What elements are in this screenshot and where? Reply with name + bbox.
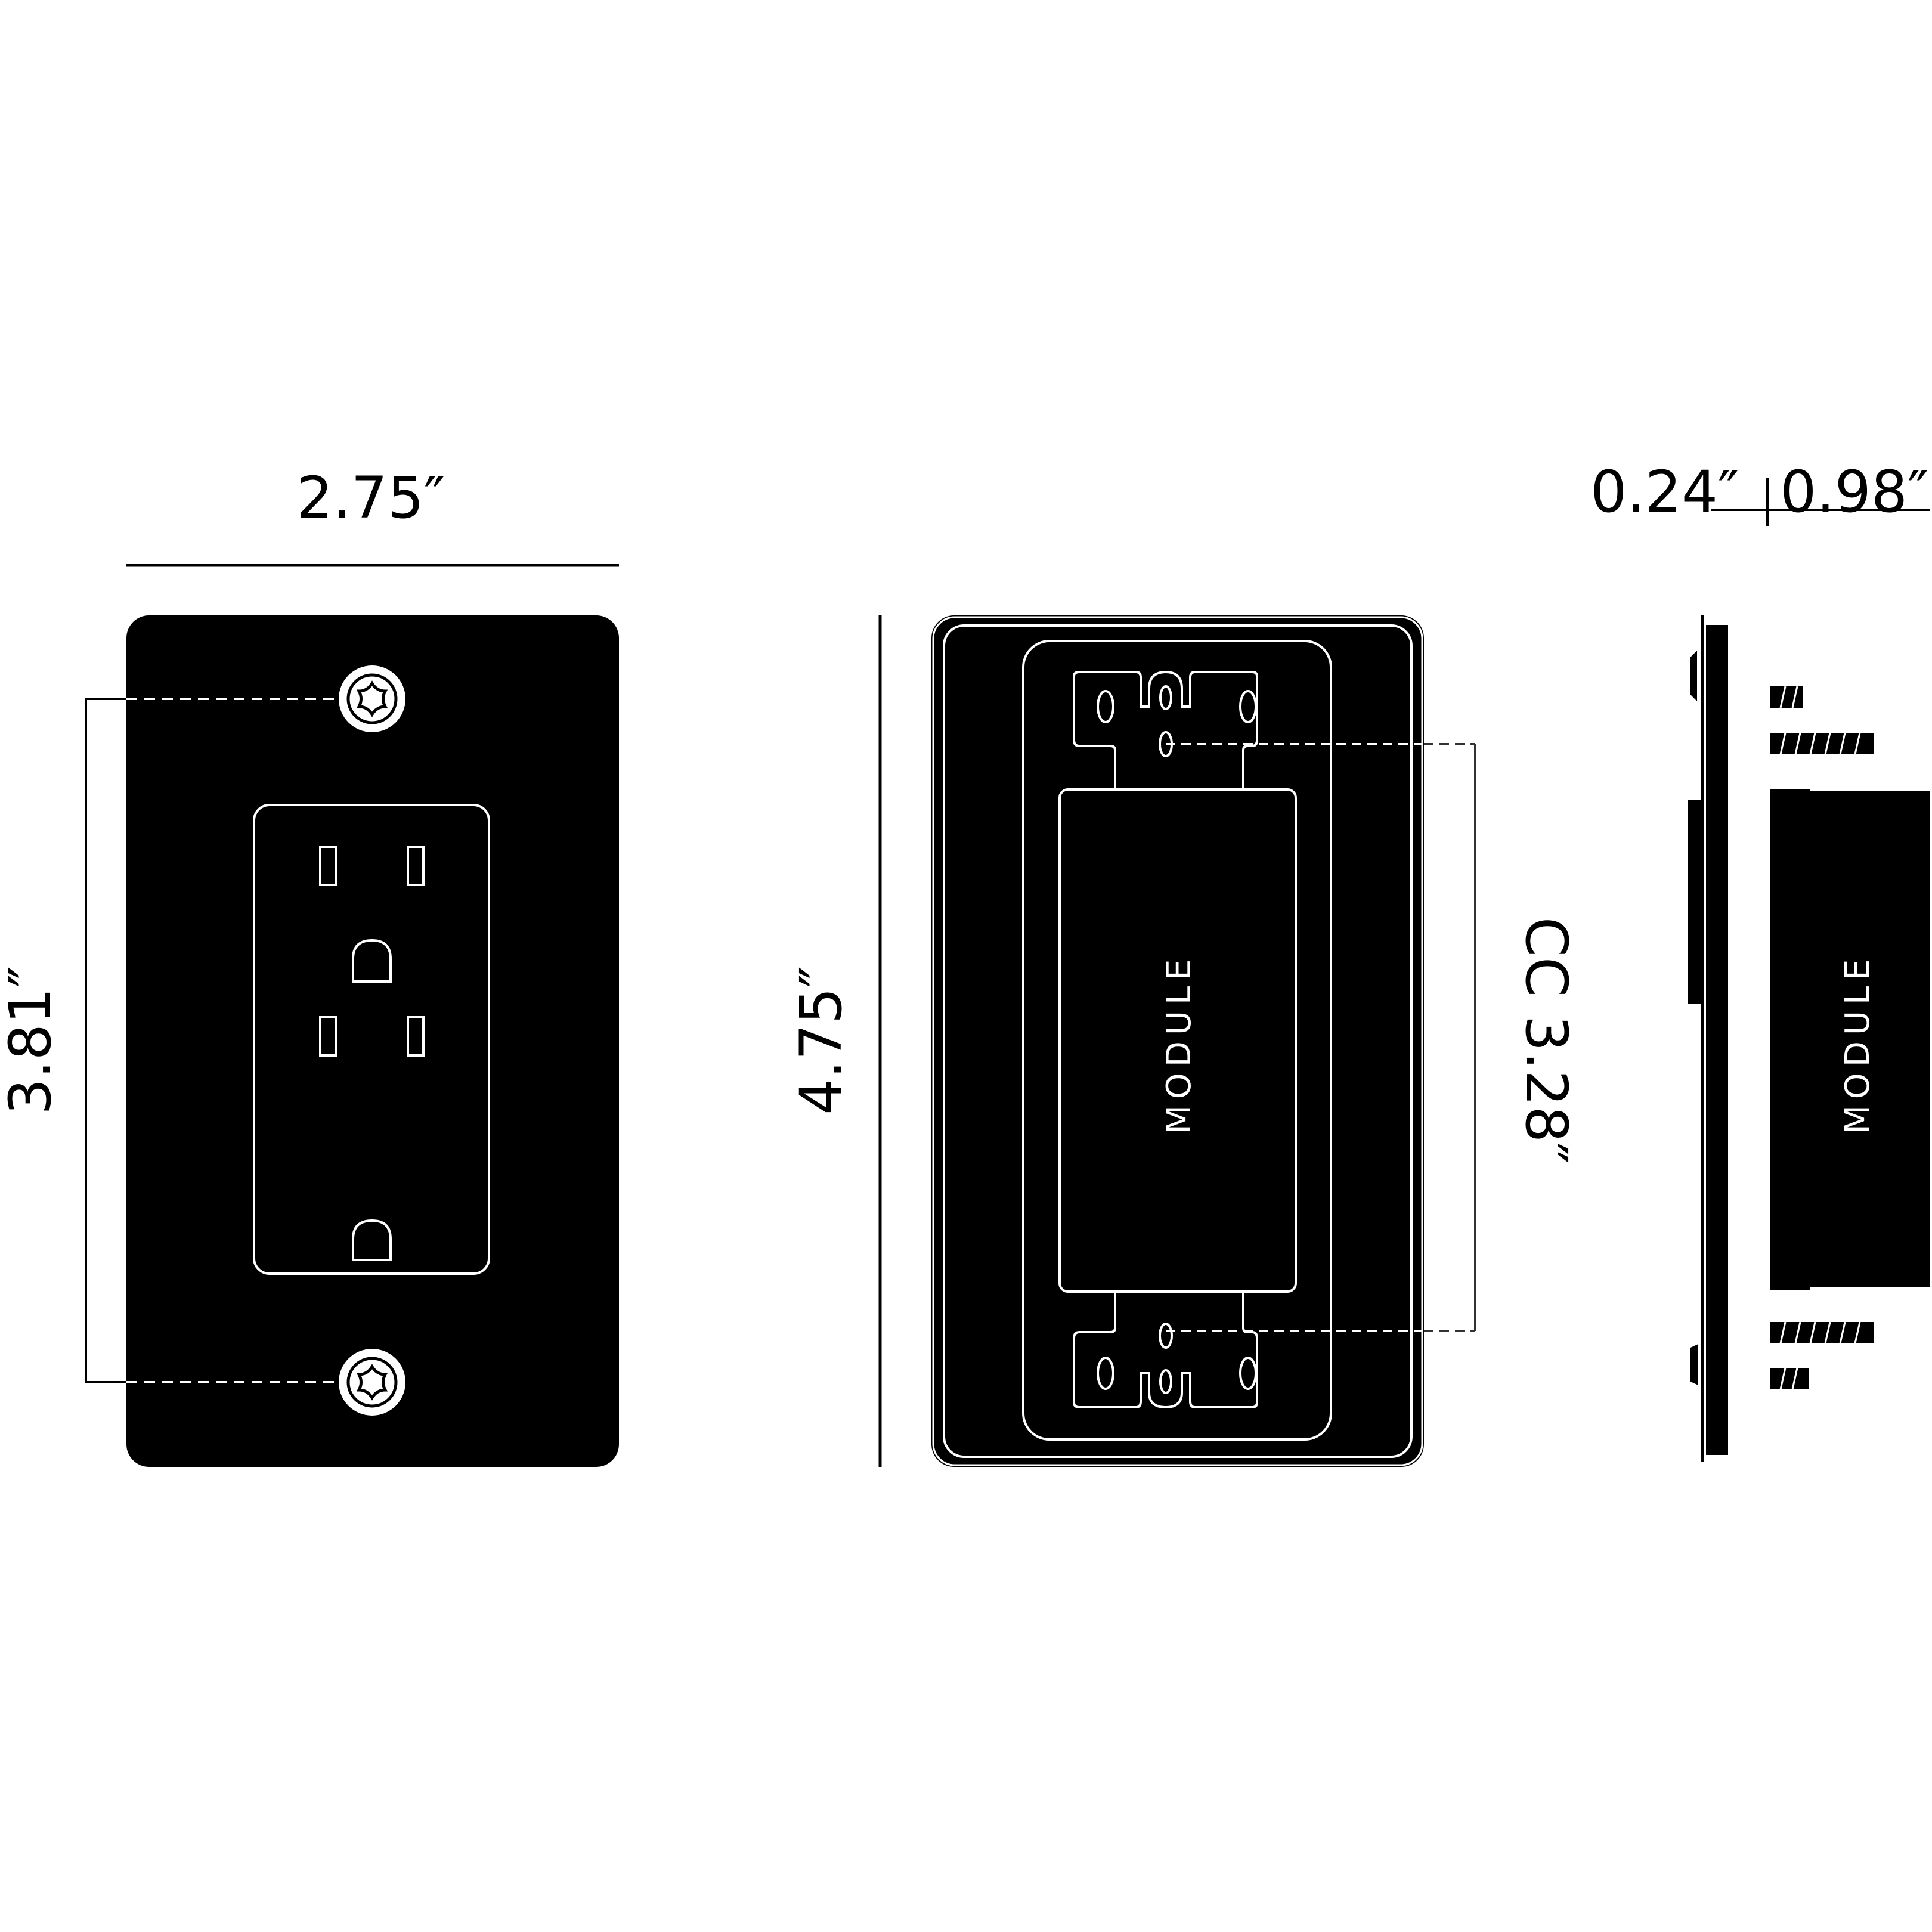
cc-dimension-label: CC 3.28″ <box>1513 917 1580 1164</box>
plate-edge <box>1701 615 1704 1462</box>
module-side-profile <box>1810 791 1930 1287</box>
hot-slot-icon <box>319 846 337 886</box>
back-plate <box>931 615 1424 1467</box>
strap-hole-icon <box>1159 1369 1172 1394</box>
screw-head-bottom <box>1690 1344 1698 1385</box>
height-dimension-label: 4.75″ <box>788 966 854 1115</box>
back-plate-inner-edge <box>943 624 1413 1458</box>
screw-spacing-label: 3.81″ <box>0 966 64 1115</box>
screw-head-top <box>1690 651 1697 701</box>
ground-hole-icon <box>352 939 392 983</box>
plate-body-profile <box>1706 625 1728 1455</box>
screw-spacing-dimension-line <box>85 698 340 1383</box>
side-view: 0.24″ 0.98″ <box>1590 459 1930 1462</box>
screw-thread-bottom-short <box>1770 1367 1809 1390</box>
front-trim-profile <box>1688 800 1701 1004</box>
module-label: MODULE <box>1160 953 1199 1134</box>
strap-hole-icon <box>1239 1357 1257 1390</box>
back-plate-edge <box>932 616 1423 1466</box>
lower-receptacle <box>319 1016 425 1261</box>
module-depth-label: 0.98″ <box>1780 459 1929 525</box>
mounting-screw-hole-icon <box>1159 1323 1173 1349</box>
screw-thread-top-short <box>1770 686 1803 708</box>
strap-hole-icon <box>1239 690 1257 723</box>
strap-hole-icon <box>1159 685 1172 710</box>
width-dimension-label: 2.75″ <box>296 465 445 531</box>
upper-receptacle <box>319 846 425 983</box>
strap-hole-icon <box>1097 690 1114 723</box>
module-housing-outline <box>1022 640 1332 1441</box>
back-view: 4.75″ MODULE CC 3.28″ <box>788 615 1580 1467</box>
outlet-face <box>253 804 490 1275</box>
screw-thread-top-long <box>1770 732 1874 755</box>
front-plate <box>126 615 619 1467</box>
side-module-label: MODULE <box>1838 953 1877 1134</box>
strap-hole-icon <box>1097 1357 1114 1390</box>
bottom-mounting-strap <box>1073 1292 1258 1409</box>
hot-slot-icon <box>319 1016 337 1057</box>
torx-screw-icon <box>339 665 405 732</box>
screw-thread-bottom-long <box>1770 1321 1874 1344</box>
neutral-slot-icon <box>407 846 425 886</box>
plate-depth-label: 0.24″ <box>1590 459 1739 525</box>
module-flange-profile <box>1770 789 1810 1290</box>
module-body <box>1058 788 1297 1293</box>
neutral-slot-icon <box>407 1016 425 1057</box>
torx-screw-icon <box>339 1349 405 1416</box>
ground-hole-icon <box>352 1219 392 1261</box>
front-view: 2.75″ 3.81″ <box>0 465 619 1467</box>
top-mounting-strap <box>1073 670 1258 789</box>
